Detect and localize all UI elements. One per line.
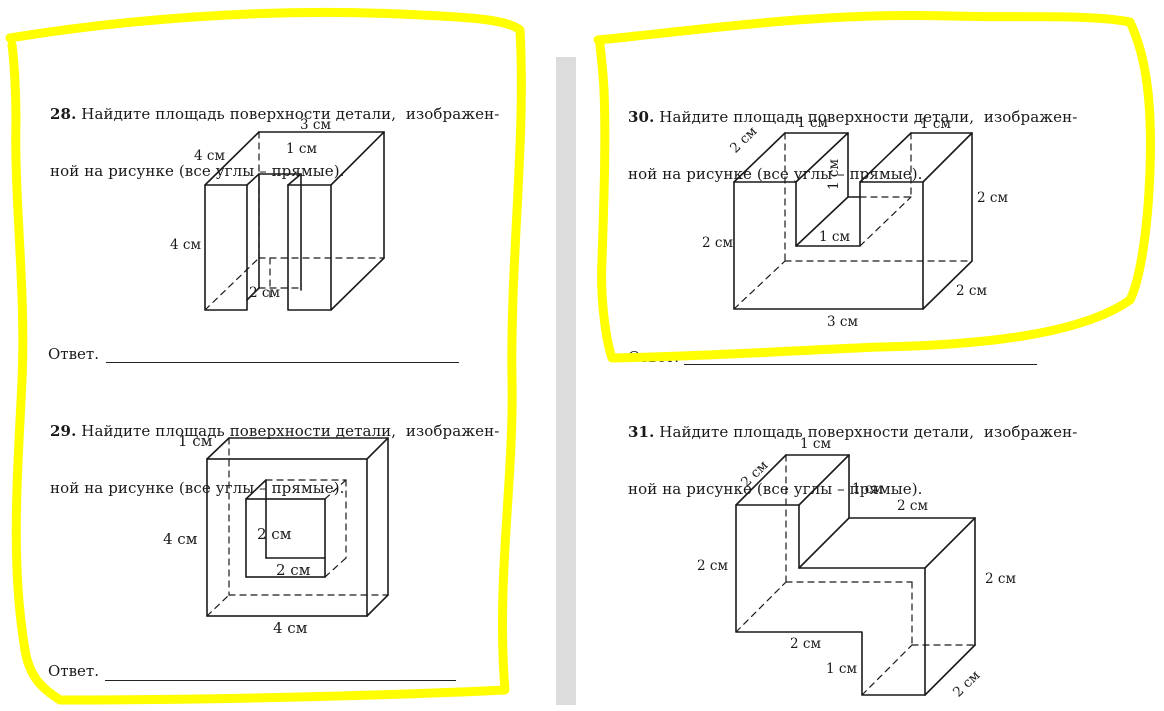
page-gutter <box>556 57 576 705</box>
problem-number: 31. <box>628 423 655 441</box>
label-31-top-width: 1 см <box>800 436 831 452</box>
problem-text-line2: ной на рисунке (все углы – прямые). <box>628 480 923 498</box>
problem-text-line1: Найдите площадь поверхности детали, изоб… <box>659 423 1078 441</box>
label-31-step-height: 1 см <box>852 481 883 497</box>
label-31-right-height: 2 см <box>985 571 1016 587</box>
label-31-step-width: 2 см <box>897 498 928 514</box>
label-31-bottom-height: 1 см <box>826 661 857 677</box>
answer-line-30[interactable] <box>684 364 1037 365</box>
problem-31-text: 31. Найдите площадь поверхности детали, … <box>628 385 1077 518</box>
label-31-bottom-width: 2 см <box>790 636 821 652</box>
label-31-left-height: 2 см <box>697 558 728 574</box>
